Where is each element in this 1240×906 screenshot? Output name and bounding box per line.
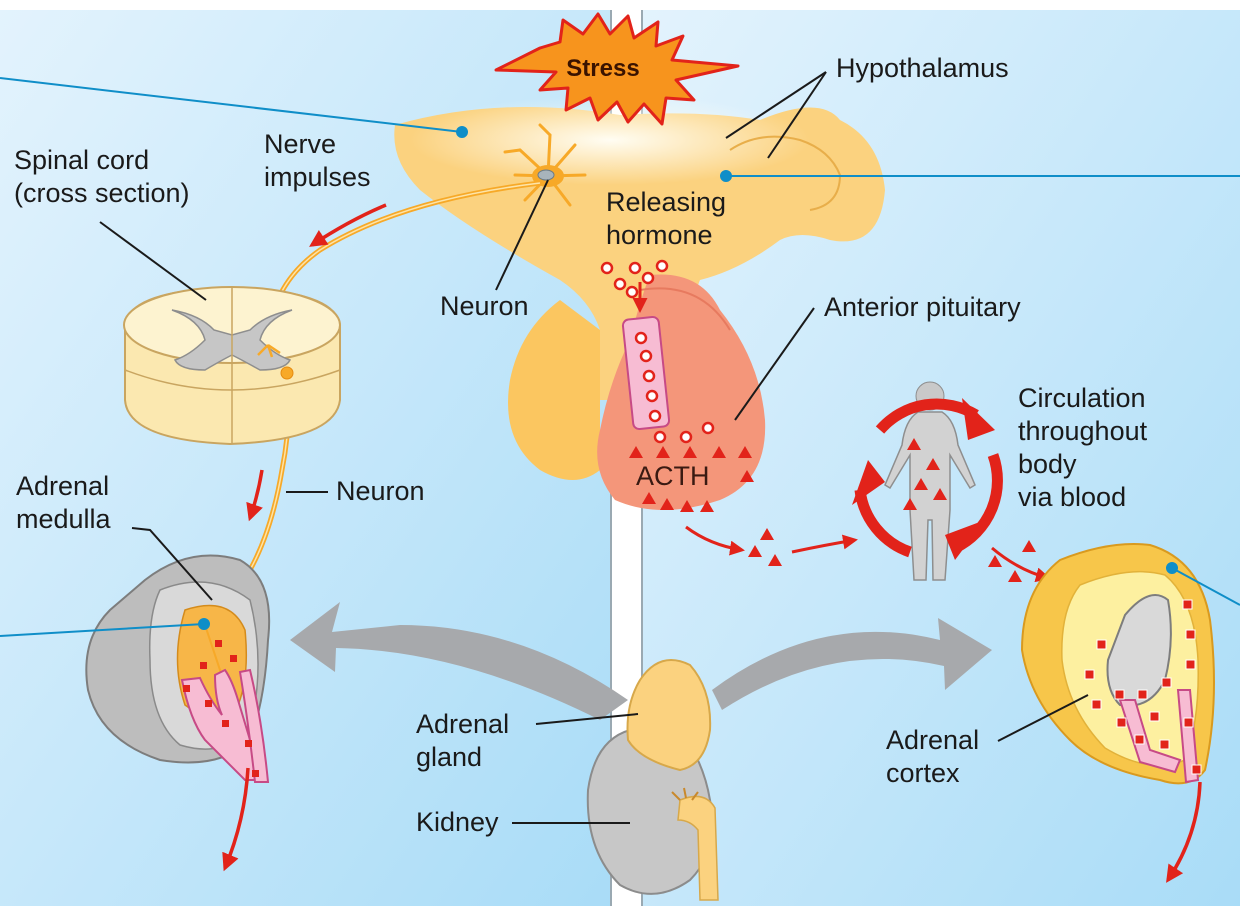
kidney-label: Kidney: [416, 806, 499, 839]
adrenal-gland-label: Adrenal gland: [416, 708, 509, 774]
releasing-hormone-label: Releasing hormone: [606, 186, 726, 252]
spinal-cord: [124, 287, 340, 444]
nerve-impulses-label: Nerve impulses: [264, 128, 371, 194]
neuron-bottom-label: Neuron: [336, 475, 425, 508]
circulation-label: Circulation throughout body via blood: [1018, 382, 1147, 514]
neuron-top-label: Neuron: [440, 290, 529, 323]
adrenal-cortex-label: Adrenal cortex: [886, 724, 979, 790]
stress-label: Stress: [540, 55, 666, 83]
anterior-pituitary-label: Anterior pituitary: [824, 291, 1021, 324]
acth-label: ACTH: [636, 461, 710, 492]
adrenal-medulla-label: Adrenal medulla: [16, 470, 111, 536]
spinal-cord-label: Spinal cord (cross section): [14, 144, 190, 210]
hypothalamus-label: Hypothalamus: [836, 52, 1009, 85]
